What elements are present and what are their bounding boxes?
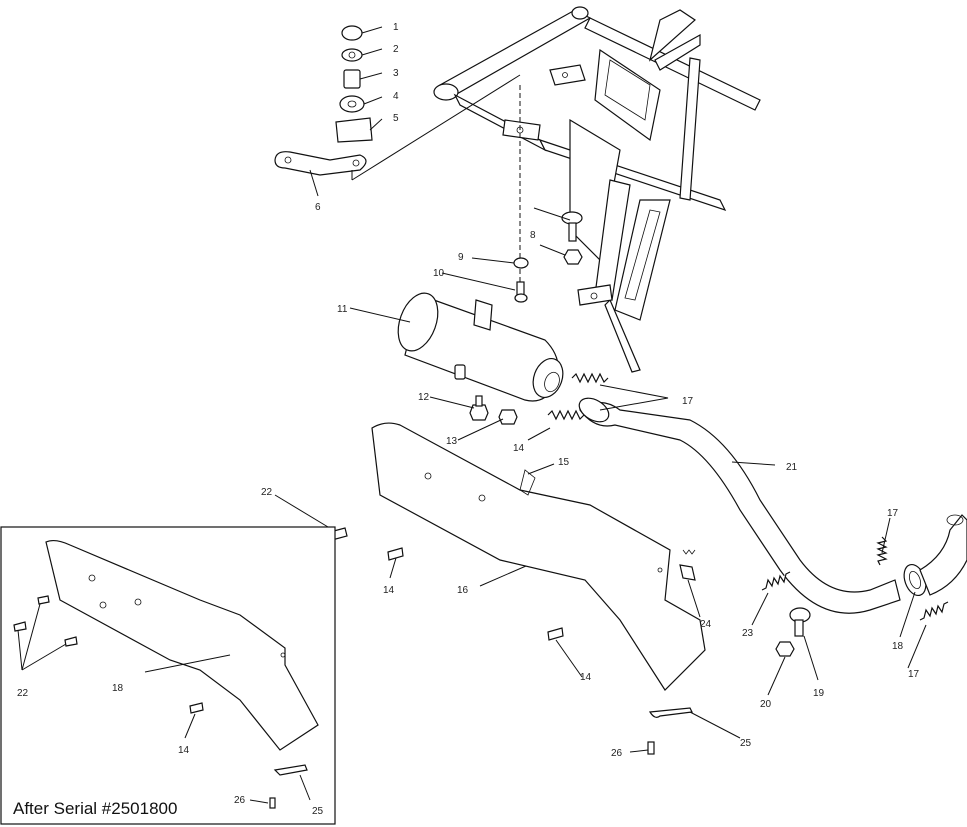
callout-26: 26 <box>611 748 623 759</box>
inset-bracket-25 <box>273 764 308 776</box>
callout-14-upper: 14 <box>513 443 525 454</box>
mount-plate <box>274 151 367 176</box>
inset-screw-14 <box>189 702 204 714</box>
callout-22-main: 22 <box>261 487 273 498</box>
bushing <box>343 69 361 89</box>
callout-18: 18 <box>892 641 904 652</box>
grommet <box>339 95 365 113</box>
screw-14-left <box>387 547 404 561</box>
inset-callout-25: 25 <box>312 806 324 817</box>
callout-1: 1 <box>393 22 399 33</box>
washer-9 <box>513 257 529 269</box>
callout-25: 25 <box>740 738 752 749</box>
bolt-19 <box>789 607 811 637</box>
callout-12: 12 <box>418 392 430 403</box>
inset-callout-26: 26 <box>234 795 246 806</box>
callout-9: 9 <box>458 252 464 263</box>
inset-screw-2 <box>13 621 27 632</box>
after-serial-inset <box>0 526 336 825</box>
heat-shield <box>371 422 706 691</box>
callout-4: 4 <box>393 91 399 102</box>
spring-17-flange-lower <box>919 601 949 621</box>
callout-8: 8 <box>530 230 536 241</box>
clip-24 <box>679 549 696 581</box>
inset-screw-1 <box>37 595 50 605</box>
nut-13 <box>498 409 518 425</box>
spring-14-upper <box>547 409 585 421</box>
spring-17-upper <box>571 372 609 384</box>
callout-23: 23 <box>742 628 754 639</box>
callout-17-flange-lower: 17 <box>908 669 920 680</box>
callout-3: 3 <box>393 68 399 79</box>
inset-screw-26 <box>269 797 276 809</box>
bolt-8 <box>561 211 583 265</box>
inset-callout-14: 14 <box>178 745 190 756</box>
callout-17-upper: 17 <box>682 396 694 407</box>
bracket <box>335 117 373 143</box>
spring-23 <box>761 571 791 591</box>
callout-14-left: 14 <box>383 585 395 596</box>
callout-labels: 1 2 3 4 5 6 8 9 10 11 12 13 14 15 17 21 … <box>13 22 920 818</box>
callout-10: 10 <box>433 268 445 279</box>
frame <box>433 6 761 373</box>
head-pipe <box>578 397 901 614</box>
bolt-10 <box>514 281 528 303</box>
callout-6: 6 <box>315 202 321 213</box>
callout-17-flange-upper: 17 <box>887 508 899 519</box>
callout-16: 16 <box>457 585 469 596</box>
inset-callout-22: 22 <box>17 688 29 699</box>
muffler <box>397 292 564 402</box>
bolt-12 <box>469 395 489 421</box>
callout-2: 2 <box>393 44 399 55</box>
leader-lines <box>274 26 927 753</box>
callout-11: 11 <box>337 304 348 315</box>
inset-callout-18: 18 <box>112 683 124 694</box>
callout-20: 20 <box>760 699 772 710</box>
inset-heat-shield <box>45 539 319 751</box>
callout-19: 19 <box>813 688 825 699</box>
washer <box>341 48 363 62</box>
callout-15: 15 <box>558 457 570 468</box>
grommet-cap <box>341 25 363 41</box>
screw-26 <box>647 741 655 755</box>
callout-14-right: 14 <box>580 672 592 683</box>
screw-14-right <box>547 627 564 641</box>
nut-20 <box>775 641 795 657</box>
inset-caption: After Serial #2501800 <box>13 799 177 818</box>
bracket-25 <box>648 707 693 718</box>
callout-21: 21 <box>786 462 798 473</box>
callout-5: 5 <box>393 113 399 124</box>
callout-13: 13 <box>446 436 458 447</box>
callout-24: 24 <box>700 619 712 630</box>
exhaust-flange <box>903 514 967 597</box>
